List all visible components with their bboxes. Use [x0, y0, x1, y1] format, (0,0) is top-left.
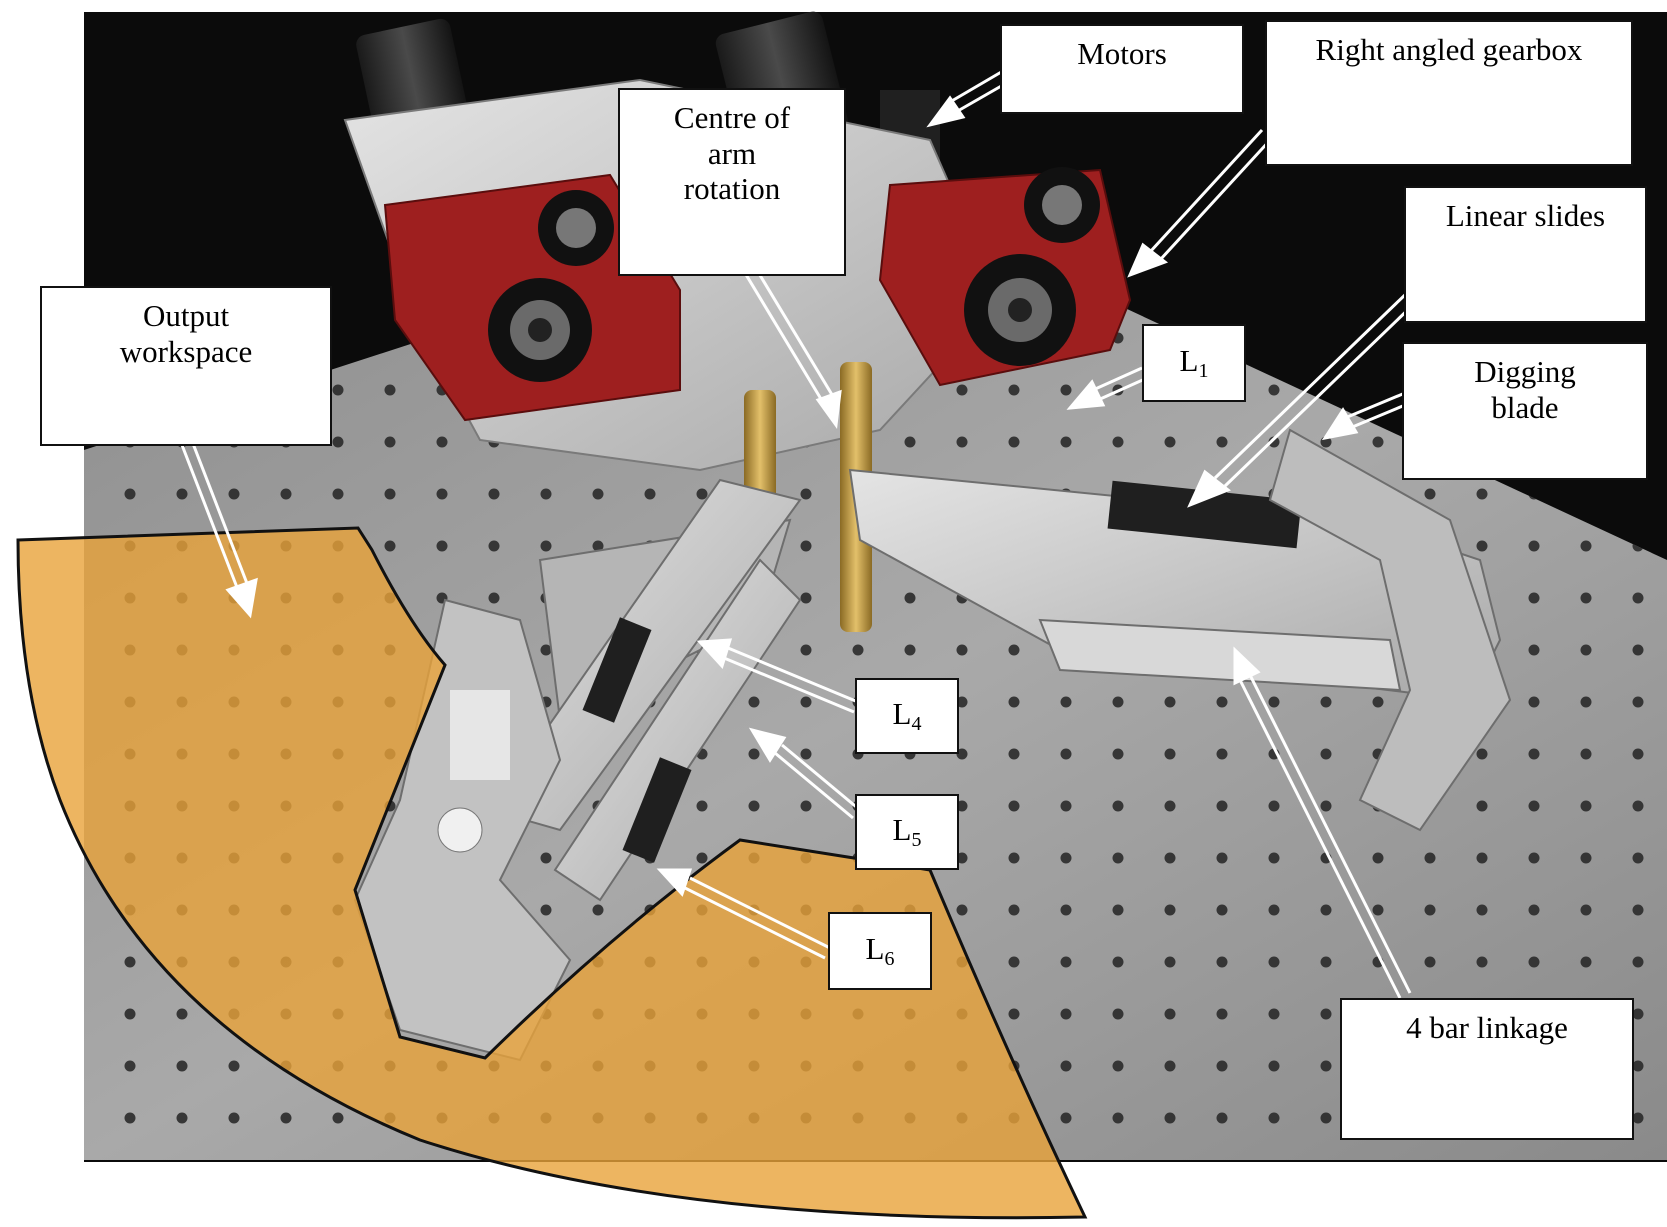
callout-four-bar-linkage: 4 bar linkage	[1340, 998, 1634, 1140]
callout-right-angled-gearbox-text: Right angled gearbox	[1315, 32, 1583, 67]
callout-l4-text: L4	[892, 696, 922, 735]
callout-linear-slides: Linear slides	[1404, 186, 1647, 323]
callout-l6: L6	[828, 912, 932, 990]
callout-digging-blade: Digging blade	[1402, 342, 1648, 480]
callout-centre-of-arm-rotation: Centre of arm rotation	[618, 88, 846, 276]
callout-l4: L4	[855, 678, 959, 754]
callout-l1-text: L1	[1179, 343, 1209, 382]
gearboxes-illustration	[383, 167, 1132, 422]
left-arm-illustration	[353, 478, 802, 1062]
callout-four-bar-linkage-text: 4 bar linkage	[1406, 1010, 1568, 1045]
callout-centre-of-arm-rotation-text: Centre of arm rotation	[673, 100, 791, 207]
callout-l5: L5	[855, 794, 959, 870]
callout-output-workspace-text: Output workspace	[119, 298, 253, 369]
callout-digging-blade-text: Digging blade	[1474, 354, 1576, 425]
callout-output-workspace: Output workspace	[40, 286, 332, 446]
output-workspace-region	[16, 526, 1088, 1220]
callout-l1: L1	[1142, 324, 1246, 402]
callout-l5-text: L5	[892, 812, 922, 851]
right-arm-illustration	[848, 428, 1512, 832]
callout-motors: Motors	[1000, 24, 1244, 114]
callout-linear-slides-text: Linear slides	[1445, 198, 1606, 233]
callout-l6-text: L6	[865, 931, 895, 970]
callout-right-angled-gearbox: Right angled gearbox	[1265, 20, 1633, 166]
callout-motors-text: Motors	[1077, 36, 1167, 71]
callout-arrows	[180, 69, 1420, 999]
